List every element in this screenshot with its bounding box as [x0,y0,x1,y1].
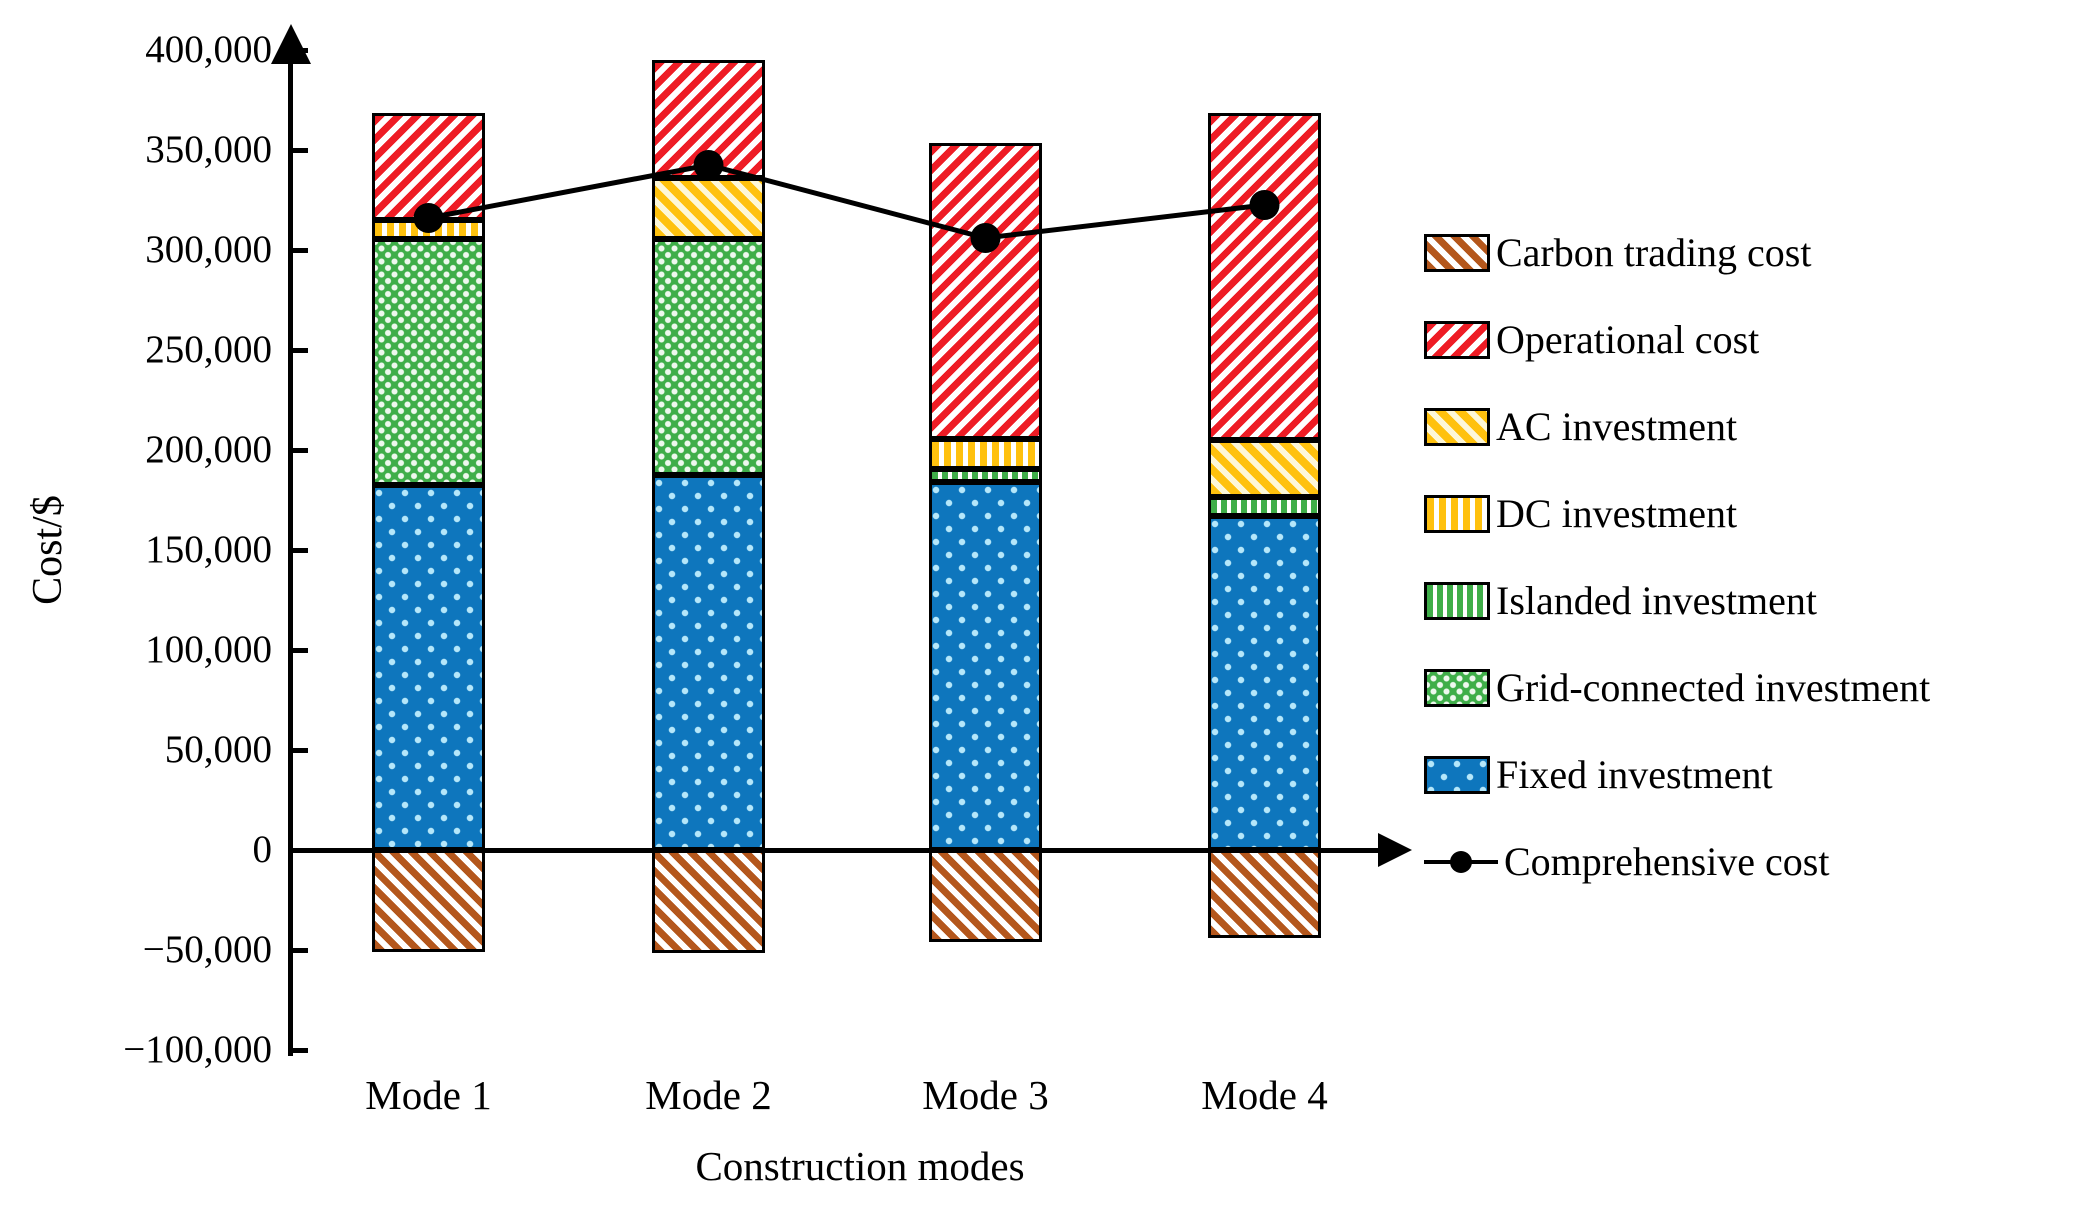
green-check-swatch-icon [1424,669,1490,707]
x-category-label: Mode 1 [365,1072,492,1118]
y-tick [293,548,308,553]
bar-segment-operational-cost [1208,113,1321,440]
y-tick-label: 350,000 [145,128,272,171]
comprehensive-cost-marker [1249,190,1280,220]
legend-item-grid-connected-investment: Grid-connected investment [1424,666,1930,710]
x-axis-title: Construction modes [695,1143,1025,1189]
comprehensive-cost-marker [693,150,724,180]
bar-segment-fixed-investment [1208,516,1321,850]
x-category-label: Mode 2 [645,1072,772,1118]
bar-segment-grid-connected-investment [652,239,765,475]
legend-label: DC investment [1496,491,1738,536]
green-vstripes-swatch-icon [1424,582,1490,620]
yellow-diag-swatch-icon [1424,408,1490,446]
y-tick-label: 400,000 [145,28,272,71]
x-category-label: Mode 3 [922,1072,1049,1118]
legend-item-dc-investment: DC investment [1424,492,1737,536]
y-tick-label: 150,000 [145,528,272,571]
bar-segment-ac-investment [1208,440,1321,497]
y-tick [293,448,308,453]
legend-label: Grid-connected investment [1496,665,1931,710]
legend-label: Operational cost [1496,317,1760,362]
bar-segment-fixed-investment [929,482,1042,850]
brown-diag-swatch-icon [1424,234,1490,272]
bar-segment-operational-cost [372,113,485,220]
y-tick [293,348,308,353]
y-tick [293,948,308,953]
bar-segment-operational-cost [929,143,1042,439]
bar-segment-carbon-trading-cost [1208,850,1321,938]
y-tick [293,748,308,753]
y-axis-arrow-icon [271,24,311,64]
line-marker-swatch-icon [1424,843,1498,881]
y-tick-label: 200,000 [145,428,272,471]
yellow-vstripes-swatch-icon [1424,495,1490,533]
legend-item-islanded-investment: Islanded investment [1424,579,1817,623]
y-tick-label: 250,000 [145,328,272,371]
bar-segment-fixed-investment [372,485,485,850]
comprehensive-cost-marker [970,223,1001,253]
y-tick [293,1048,308,1053]
bar-segment-grid-connected-investment [372,239,485,485]
y-tick [293,148,308,153]
y-tick [293,648,308,653]
y-tick-label: 50,000 [164,728,272,771]
legend-label: Comprehensive cost [1504,839,1830,884]
bar-segment-dc-investment [929,439,1042,469]
legend-label: Fixed investment [1496,752,1773,797]
bar-segment-carbon-trading-cost [372,850,485,952]
y-tick [293,48,308,53]
red-diag-swatch-icon [1424,321,1490,359]
legend-label: AC investment [1496,404,1738,449]
legend-item-carbon-trading-cost: Carbon trading cost [1424,231,1812,275]
comprehensive-cost-marker [413,203,444,233]
comprehensive-cost-line [428,162,1265,241]
y-tick-label: −50,000 [142,928,272,971]
legend-item-fixed-investment: Fixed investment [1424,753,1773,797]
y-tick-label: 100,000 [145,628,272,671]
y-tick-label: 300,000 [145,228,272,271]
x-axis-line [288,848,1382,853]
y-tick [293,848,308,853]
legend-label: Carbon trading cost [1496,230,1812,275]
bar-segment-islanded-investment [929,469,1042,482]
bar-segment-islanded-investment [1208,497,1321,516]
y-tick [293,248,308,253]
blue-dots-swatch-icon [1424,756,1490,794]
x-category-label: Mode 4 [1201,1072,1328,1118]
legend-item-operational-cost: Operational cost [1424,318,1759,362]
y-axis-line [288,52,293,1056]
legend-label: Islanded investment [1496,578,1818,623]
legend-item-comprehensive-cost: Comprehensive cost [1424,840,1830,884]
legend-item-ac-investment: AC investment [1424,405,1737,449]
y-tick-label: −100,000 [123,1028,272,1071]
y-tick-label: 0 [252,828,273,871]
x-axis-arrow-icon [1378,833,1412,867]
